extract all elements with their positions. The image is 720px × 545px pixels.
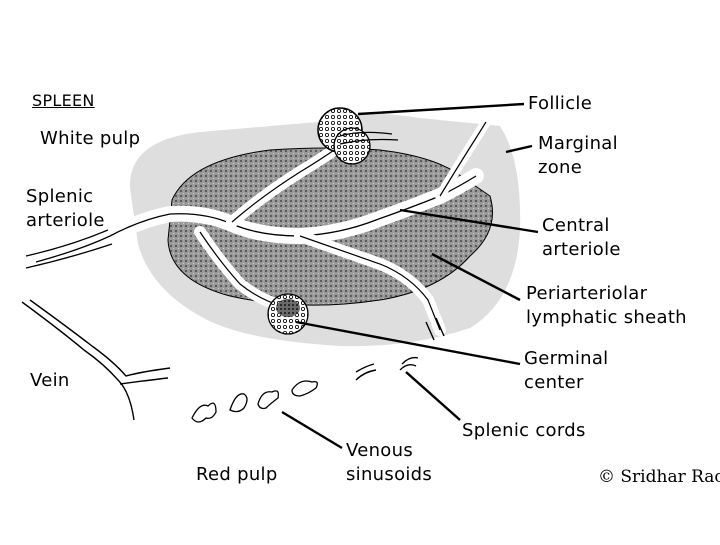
venous-sinusoid-1 xyxy=(192,403,216,422)
label-red-pulp: Red pulp xyxy=(196,464,278,486)
diagram-title: SPLEEN xyxy=(32,90,95,112)
label-vein: Vein xyxy=(30,370,70,392)
label-germinal-center-2: center xyxy=(524,372,584,394)
leader-follicle xyxy=(358,104,524,114)
label-splenic-arteriole-1: Splenic xyxy=(26,186,93,208)
label-pals-2: lymphatic sheath xyxy=(526,307,687,329)
label-follicle: Follicle xyxy=(528,93,592,115)
label-splenic-arteriole-2: arteriole xyxy=(26,210,105,232)
venous-sinusoid-4 xyxy=(292,381,317,396)
label-marginal-zone-1: Marginal xyxy=(538,133,618,155)
splenic-cord-3 xyxy=(400,358,418,370)
label-marginal-zone-2: zone xyxy=(538,157,582,179)
label-venous-sinusoids-1: Venous xyxy=(346,440,413,462)
leader-splenic-cords xyxy=(406,372,460,420)
label-pals-1: Periarteriolar xyxy=(526,283,647,305)
splenic-cord-2 xyxy=(356,364,376,380)
label-germinal-center-1: Germinal xyxy=(524,348,608,370)
copyright-credit: © Sridhar Rao xyxy=(598,466,720,488)
leader-venous-sinusoids xyxy=(282,412,342,448)
label-splenic-cords: Splenic cords xyxy=(462,420,586,442)
vein xyxy=(22,300,170,420)
label-central-arteriole-2: arteriole xyxy=(542,239,621,261)
label-venous-sinusoids-2: sinusoids xyxy=(346,464,432,486)
germinal-center-core xyxy=(276,299,300,317)
label-central-arteriole-1: Central xyxy=(542,215,610,237)
venous-sinusoid-2 xyxy=(230,394,247,412)
venous-sinusoid-3 xyxy=(258,391,278,409)
label-white-pulp: White pulp xyxy=(40,128,140,150)
